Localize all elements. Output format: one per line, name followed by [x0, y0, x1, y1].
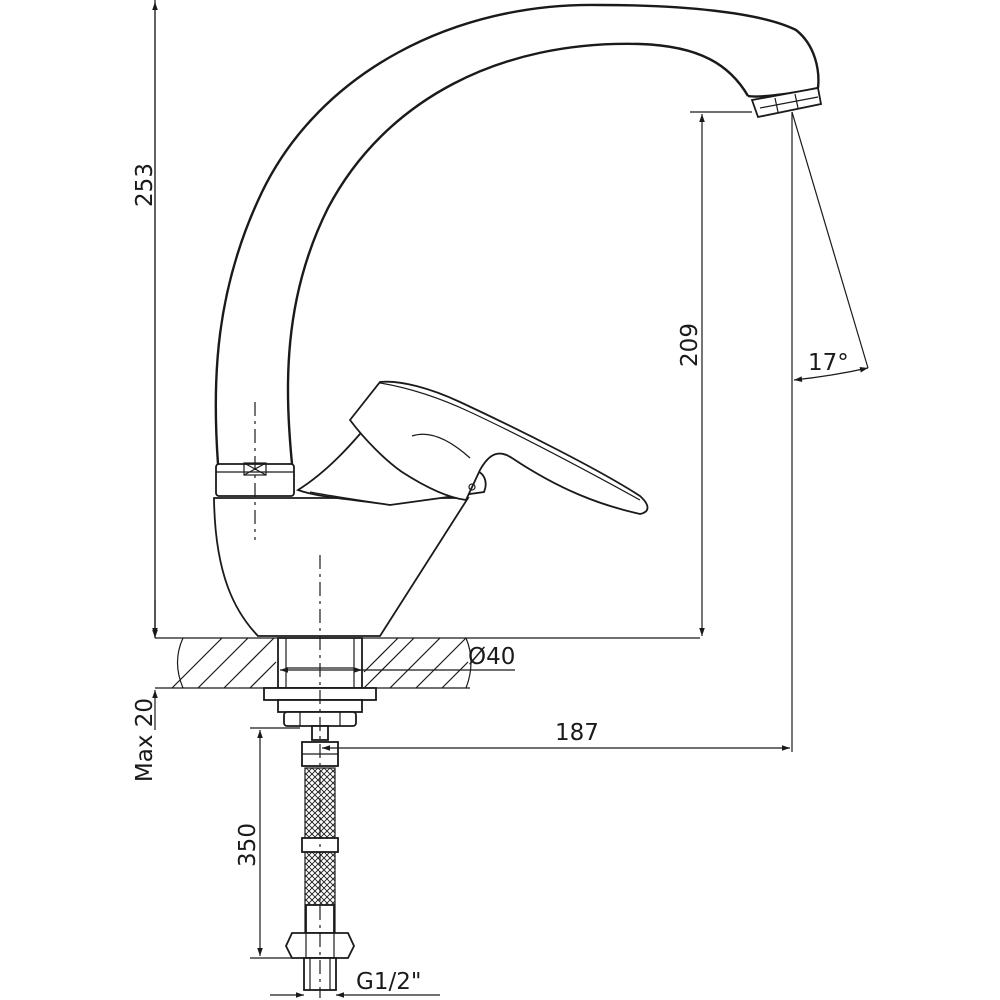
centerlines: [254, 402, 321, 998]
dimension-base-diameter: Ø40: [280, 644, 515, 673]
spout-angle-label: 17°: [808, 350, 849, 376]
dimension-spout-angle: 17°: [791, 111, 869, 752]
dimension-mount-thickness: Max 20: [132, 600, 158, 782]
dimension-connection-thread: G1/2": [270, 969, 440, 998]
dimension-hose-length: 350: [235, 727, 300, 959]
connection-thread-label: G1/2": [356, 969, 421, 995]
faucet-body: [213, 497, 470, 637]
overall-height-label: 253: [132, 163, 158, 207]
countertop: [155, 637, 700, 689]
spout-reach-label: 187: [555, 720, 599, 746]
base-diameter-label: Ø40: [468, 644, 515, 670]
hose-length-label: 350: [235, 823, 261, 867]
dimension-spout-height: 209: [677, 111, 752, 636]
lever-handle: [295, 380, 649, 515]
aerator: [750, 86, 823, 119]
spout-height-label: 209: [677, 323, 703, 367]
mount-thickness-label: Max 20: [132, 698, 158, 782]
dimension-spout-reach: 187: [322, 720, 790, 751]
faucet-spout: [214, 3, 820, 497]
dimension-overall-height: 253: [132, 0, 158, 638]
